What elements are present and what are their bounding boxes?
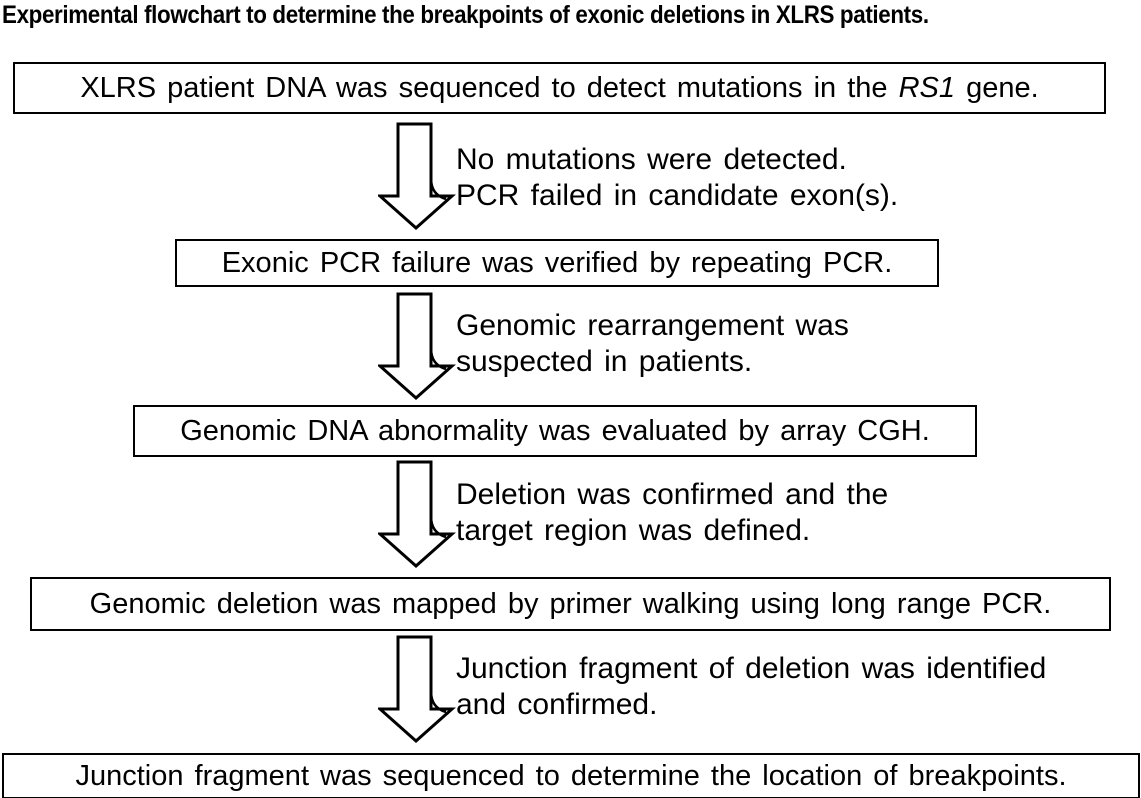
caption-line: Deletion was confirmed and the: [456, 478, 889, 511]
caption-line: Junction fragment of deletion was identi…: [456, 652, 1047, 685]
caption-line: No mutations were detected.: [456, 143, 847, 176]
flow-box-text: Exonic PCR failure was verified by repea…: [221, 246, 893, 279]
arrow-caption: Deletion was confirmed and the target re…: [456, 477, 888, 549]
arrow-flourish-stroke: [429, 125, 447, 201]
block-arrow-shape: [378, 635, 456, 743]
arrow-caption: Genomic rearrangement was suspected in p…: [456, 308, 849, 380]
down-arrow-icon: [378, 460, 456, 568]
caption-line: suspected in patients.: [456, 345, 753, 378]
arrow-caption: No mutations were detected. PCR failed i…: [456, 142, 898, 214]
flow-box-junction-sequencing: Junction fragment was sequenced to deter…: [2, 753, 1140, 798]
block-arrow-shape: [378, 122, 456, 230]
flow-box-dna-sequencing: XLRS patient DNA was sequenced to detect…: [13, 62, 1106, 114]
gene-name-italic: RS1: [898, 71, 956, 104]
arrow-caption: Junction fragment of deletion was identi…: [456, 651, 1046, 723]
flow-box-text: XLRS patient DNA was sequenced to detect…: [80, 71, 1039, 104]
caption-line: and confirmed.: [456, 688, 658, 721]
block-arrow-shape: [378, 292, 456, 400]
down-arrow-icon: [378, 292, 456, 400]
down-arrow-icon: [378, 635, 456, 743]
caption-line: target region was defined.: [456, 514, 811, 547]
flow-box-text: Genomic deletion was mapped by primer wa…: [89, 587, 1052, 620]
block-arrow-shape: [378, 460, 456, 568]
figure-title: Experimental flowchart to determine the …: [2, 1, 929, 29]
arrow-flourish-stroke: [429, 638, 447, 714]
arrow-flourish-stroke: [429, 463, 447, 539]
caption-line: PCR failed in candidate exon(s).: [456, 179, 899, 212]
arrow-flourish-stroke: [429, 295, 447, 371]
flow-box-pcr-verification: Exonic PCR failure was verified by repea…: [175, 239, 939, 287]
caption-line: Genomic rearrangement was: [456, 309, 849, 342]
flow-box-text: Junction fragment was sequenced to deter…: [75, 759, 1067, 792]
flow-box-primer-walking: Genomic deletion was mapped by primer wa…: [30, 577, 1111, 631]
down-arrow-icon: [378, 122, 456, 230]
flow-box-array-cgh: Genomic DNA abnormality was evaluated by…: [133, 405, 977, 457]
flow-box-text: Genomic DNA abnormality was evaluated by…: [180, 414, 930, 447]
